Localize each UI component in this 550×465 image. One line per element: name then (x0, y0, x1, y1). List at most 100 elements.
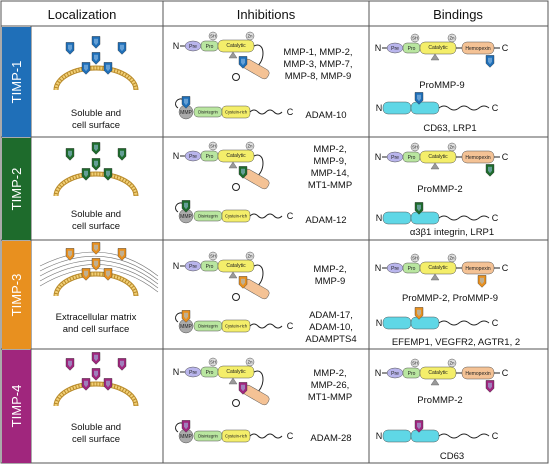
zn-ion (245, 251, 255, 261)
zn-ion (447, 33, 457, 43)
pre-label: Pre (189, 154, 197, 160)
catalytic-label: Catalytic (226, 153, 246, 159)
cleft-marker (228, 377, 238, 385)
bind-top-timp2: ProMMP-2 (417, 184, 462, 195)
n-terminus: N (173, 261, 180, 271)
mmp-label: MMP (180, 110, 192, 116)
hemopexin-label: Hemopexin (465, 371, 491, 377)
timp-glyph (81, 378, 91, 391)
receptor-domain-1 (382, 316, 412, 330)
cysteine-label: Cystein-rich (225, 110, 248, 115)
adam-inh-timp3-3: ADAMPTS4 (305, 334, 356, 345)
n-terminus: N (376, 318, 383, 328)
catalytic-label: Catalytic (428, 45, 448, 51)
cell-membrane (53, 171, 139, 197)
bind-top-timp1: ProMMP-9 (419, 80, 464, 91)
n-terminus: N (376, 431, 383, 441)
hemopexin-label: Hemopexin (465, 46, 491, 52)
zn-ion (245, 141, 255, 151)
cell-membrane (53, 65, 139, 91)
sh-label: SH (412, 145, 418, 150)
sh-label: SH (210, 144, 216, 149)
c-terminus: C (287, 431, 294, 441)
bind-bottom-timp3: EFEMP1, VEGFR2, AGTR1, 2 (392, 337, 520, 348)
row-name-timp4: TIMP-4 (9, 385, 24, 428)
pre-label: Pre (391, 46, 399, 52)
sh-label: SH (210, 34, 216, 39)
loc-timp3-line1: Extracellular matrix (56, 312, 137, 323)
cell-membrane (53, 381, 139, 407)
timp-glyph (477, 275, 487, 288)
timp-glyph (91, 36, 101, 49)
catalytic-label: Catalytic (428, 265, 448, 271)
loc-timp3-line2: and cell surface (63, 324, 130, 335)
zn-ion (245, 31, 255, 41)
timp-glyph (103, 168, 113, 181)
zn-ion (447, 253, 457, 263)
mmp-inh-timp1-3: MMP-8, MMP-9 (285, 71, 352, 82)
sh-group (208, 31, 218, 41)
mmp-inh-timp4-3: MT1-MMP (308, 392, 352, 403)
cleft-marker (430, 162, 440, 170)
loc-timp1-line2: cell surface (72, 120, 120, 131)
timp-glyph (65, 42, 75, 55)
disintegrin-label: Disintegrin (198, 324, 218, 329)
timp-glyph (414, 307, 424, 320)
pro-label: Pro (206, 264, 214, 270)
zn-label: Zn (450, 361, 456, 366)
pro-label: Pro (408, 266, 416, 272)
bind-bottom-timp4: CD63 (440, 451, 464, 462)
header-bindings: Bindings (433, 7, 483, 22)
timp-glyph (81, 168, 91, 181)
c-terminus: C (502, 368, 509, 378)
c-terminus: C (502, 263, 509, 273)
mmp-inh-timp3-1: MMP-2, (313, 264, 346, 275)
mmp-label: MMP (180, 434, 192, 440)
adam-inh-timp1: ADAM-10 (305, 110, 346, 121)
c-terminus: C (492, 103, 499, 113)
cleft-marker (228, 161, 238, 169)
n-terminus: N (375, 368, 382, 378)
sh-group (208, 357, 218, 367)
cleft-marker (430, 53, 440, 61)
zn-ion (447, 358, 457, 368)
sh-group (410, 142, 420, 152)
mmp-inh-timp2-4: MT1-MMP (308, 180, 352, 191)
c-terminus: C (492, 431, 499, 441)
mmp-label: MMP (180, 324, 192, 330)
disintegrin-label: Disintegrin (198, 214, 218, 219)
bind-bottom-timp1: CD63, LRP1 (423, 123, 476, 134)
timp-glyph (414, 92, 424, 105)
timp-glyph (91, 142, 101, 155)
receptor-domain-1 (382, 101, 412, 115)
row-name-timp2: TIMP-2 (9, 168, 24, 211)
c-end-loop (232, 73, 240, 81)
timp-glyph (81, 62, 91, 75)
c-end-loop (232, 293, 240, 301)
cleft-marker (228, 51, 238, 59)
timp-glyph (65, 148, 75, 161)
c-terminus: C (287, 321, 294, 331)
timp-glyph (485, 55, 495, 68)
pre-label: Pre (391, 266, 399, 272)
timp-glyph (103, 378, 113, 391)
timp-glyph (91, 352, 101, 365)
n-terminus: N (173, 367, 180, 377)
cysteine-label: Cystein-rich (225, 434, 248, 439)
pre-label: Pre (189, 370, 197, 376)
pro-label: Pro (206, 44, 214, 50)
receptor-domain-1 (382, 211, 412, 225)
mmp-inh-timp2-1: MMP-2, (313, 144, 346, 155)
cysteine-label: Cystein-rich (225, 214, 248, 219)
header-inhibitions: Inhibitions (237, 7, 296, 22)
pro-label: Pro (408, 371, 416, 377)
disintegrin-label: Disintegrin (198, 434, 218, 439)
catalytic-label: Catalytic (226, 43, 246, 49)
